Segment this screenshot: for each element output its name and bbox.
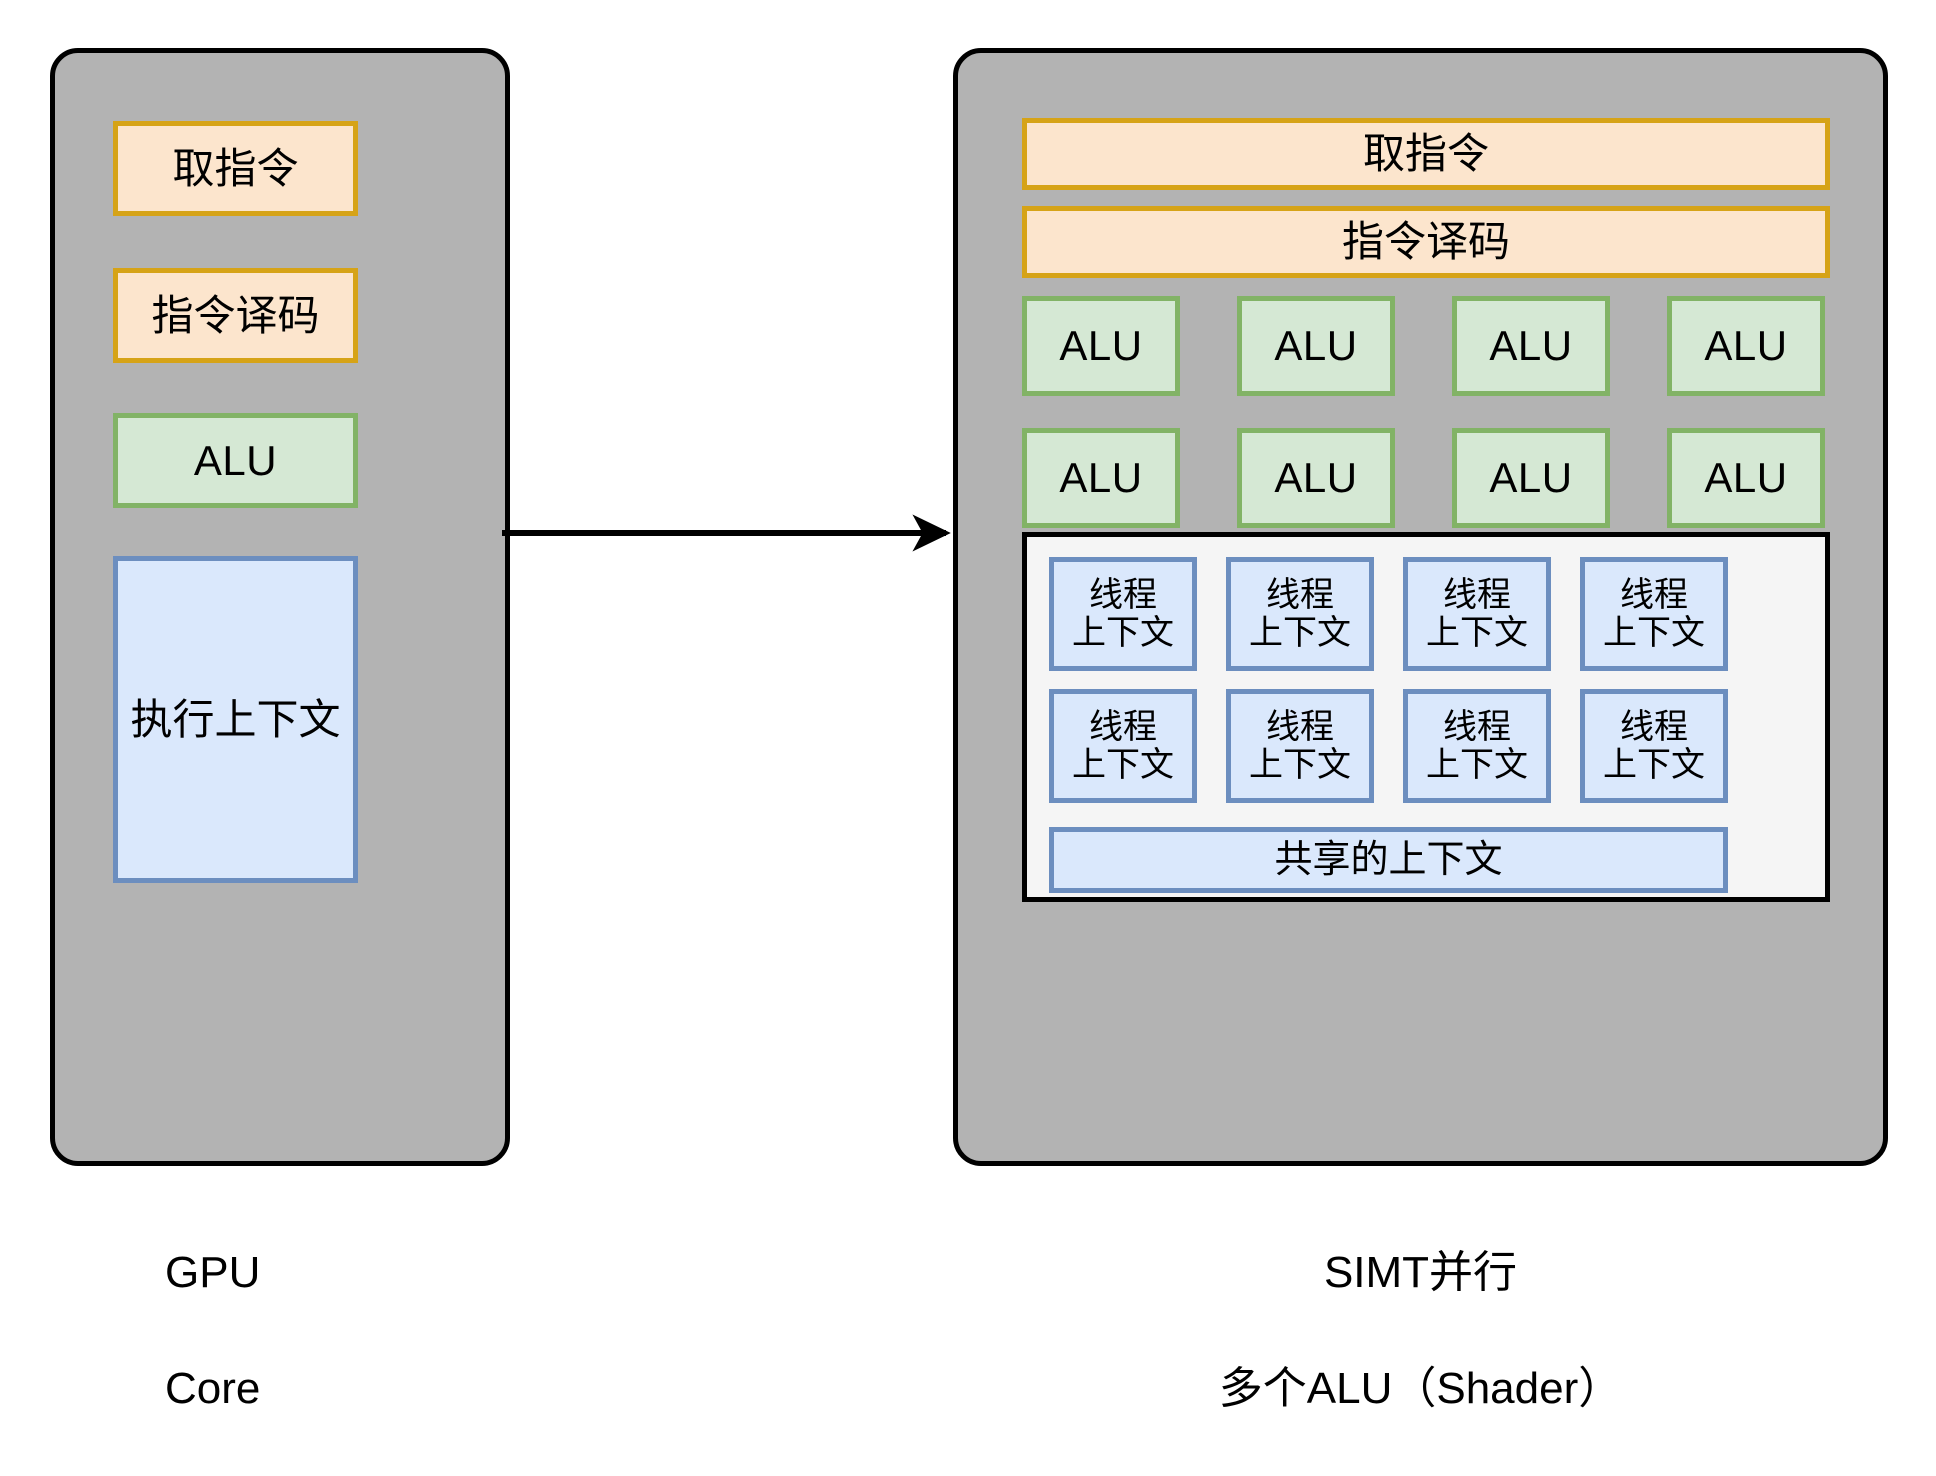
thread-context-line1: 线程 <box>1089 575 1157 614</box>
simt-shader-panel: 取指令 指令译码 ALU ALU ALU ALU ALU ALU ALU ALU… <box>953 48 1888 1166</box>
right-alu-r0c1: ALU <box>1237 296 1395 396</box>
gpu-core-panel: 取指令 指令译码 ALU 执行上下文 <box>50 48 510 1166</box>
right-alu-r1c1: ALU <box>1237 428 1395 528</box>
thread-context-line1: 线程 <box>1266 575 1334 614</box>
simt-caption-line1: SIMT并行 <box>1323 1248 1518 1298</box>
thread-context-line1: 线程 <box>1443 707 1511 746</box>
left-decode-block: 指令译码 <box>113 268 358 363</box>
left-alu-block: ALU <box>113 413 358 508</box>
thread-context-r1c0: 线程上下文 <box>1049 689 1197 803</box>
thread-context-line2: 上下文 <box>1603 614 1705 652</box>
gpu-core-caption-line1: GPU <box>165 1248 261 1298</box>
right-decode-block: 指令译码 <box>1022 206 1830 278</box>
simt-caption: SIMT并行 多个ALU（Shader） <box>953 1186 1888 1476</box>
alu-label: ALU <box>1059 454 1143 502</box>
alu-label: ALU <box>1059 322 1143 370</box>
thread-context-line1: 线程 <box>1266 707 1334 746</box>
alu-label: ALU <box>1704 454 1788 502</box>
thread-context-line1: 线程 <box>1620 707 1688 746</box>
right-alu-r1c0: ALU <box>1022 428 1180 528</box>
thread-context-r0c1: 线程上下文 <box>1226 557 1374 671</box>
thread-context-r1c2: 线程上下文 <box>1403 689 1551 803</box>
thread-context-line2: 上下文 <box>1249 746 1351 784</box>
alu-label: ALU <box>1704 322 1788 370</box>
thread-context-line2: 上下文 <box>1603 746 1705 784</box>
gpu-core-caption-line2: Core <box>165 1364 261 1414</box>
right-fetch-label: 取指令 <box>1362 130 1489 178</box>
right-alu-r1c2: ALU <box>1452 428 1610 528</box>
thread-context-r1c3: 线程上下文 <box>1580 689 1728 803</box>
left-fetch-block: 取指令 <box>113 121 358 216</box>
shared-context-block: 共享的上下文 <box>1049 827 1728 893</box>
right-alu-r1c3: ALU <box>1667 428 1825 528</box>
thread-context-line1: 线程 <box>1443 575 1511 614</box>
thread-context-r1c1: 线程上下文 <box>1226 689 1374 803</box>
right-decode-label: 指令译码 <box>1341 218 1510 266</box>
right-alu-r0c2: ALU <box>1452 296 1610 396</box>
alu-label: ALU <box>1489 454 1573 502</box>
thread-context-line2: 上下文 <box>1426 746 1528 784</box>
thread-context-r0c0: 线程上下文 <box>1049 557 1197 671</box>
right-alu-r0c3: ALU <box>1667 296 1825 396</box>
left-alu-label: ALU <box>193 436 278 484</box>
context-container: 线程上下文 线程上下文 线程上下文 线程上下文 线程上下文 线程上下文 线程上下… <box>1022 532 1830 902</box>
thread-context-line2: 上下文 <box>1426 614 1528 652</box>
alu-label: ALU <box>1489 322 1573 370</box>
thread-context-line2: 上下文 <box>1249 614 1351 652</box>
alu-label: ALU <box>1274 454 1358 502</box>
simt-caption-line2: 多个ALU（Shader） <box>1218 1364 1623 1414</box>
thread-context-r0c3: 线程上下文 <box>1580 557 1728 671</box>
gpu-core-caption: GPU Core <box>165 1186 260 1476</box>
diagram-canvas: 取指令 指令译码 ALU 执行上下文 取指令 指令译码 ALU <box>50 48 1888 1413</box>
left-execution-context-block: 执行上下文 <box>113 556 358 883</box>
left-execution-context-label: 执行上下文 <box>130 695 341 743</box>
thread-context-line1: 线程 <box>1089 707 1157 746</box>
thread-context-line1: 线程 <box>1620 575 1688 614</box>
thread-context-line2: 上下文 <box>1072 614 1174 652</box>
right-fetch-block: 取指令 <box>1022 118 1830 190</box>
alu-label: ALU <box>1274 322 1358 370</box>
thread-context-line2: 上下文 <box>1072 746 1174 784</box>
left-fetch-label: 取指令 <box>172 144 299 192</box>
flow-arrow <box>502 514 951 552</box>
right-alu-r0c0: ALU <box>1022 296 1180 396</box>
shared-context-label: 共享的上下文 <box>1274 838 1503 881</box>
left-decode-label: 指令译码 <box>151 291 320 339</box>
thread-context-r0c2: 线程上下文 <box>1403 557 1551 671</box>
